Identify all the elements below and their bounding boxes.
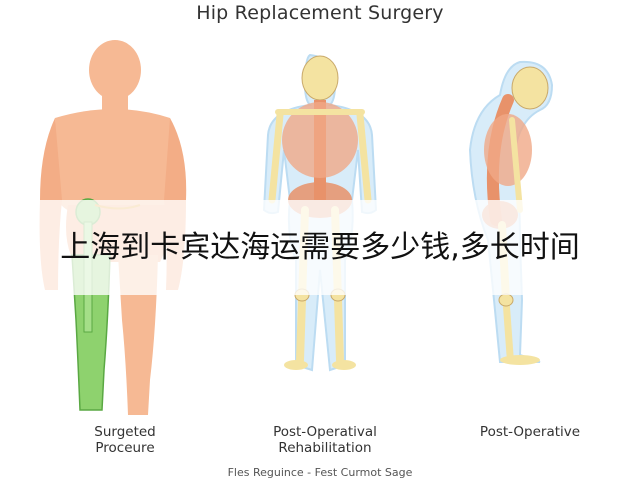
fig1-head [89, 40, 141, 100]
figure-2-caption: Post-Operatival Rehabilitation [250, 424, 400, 456]
figure-3-caption-line-1: Post-Operative [479, 424, 581, 440]
fig1-torso [55, 109, 175, 215]
fig2-ribcage [282, 102, 358, 178]
fig2-right-foot [332, 360, 356, 370]
fig3-foot [500, 355, 540, 365]
fig1-right-leg [118, 255, 158, 415]
fig3-skull [511, 66, 549, 110]
fig1-neck [102, 92, 128, 112]
fig2-skull [301, 55, 339, 101]
fig3-arm [509, 117, 523, 213]
figure-1-caption-line-2: Proceure [95, 440, 155, 456]
page-title: Hip Replacement Surgery [196, 2, 444, 24]
fig2-left-humerus [268, 111, 284, 204]
figure-2-caption-line-1: Post-Operatival [273, 424, 377, 440]
figure-3-caption: Post-Operative [455, 424, 605, 440]
fig3-knee [498, 293, 514, 307]
figure-2-caption-line-2: Rehabilitation [278, 440, 372, 456]
caption-overlay-band [0, 200, 640, 295]
fig2-right-humerus [356, 111, 372, 204]
figure-1-caption-line-1: Surgeted [94, 424, 156, 440]
overlay-caption: 上海到卡宾达海运需要多少钱,多长时间 [60, 230, 580, 265]
fig2-left-foot [284, 360, 308, 370]
fig3-ribcage [484, 114, 532, 186]
footer-text: Fles Reguince - Fest Curmot Sage [227, 466, 413, 479]
figure-1-caption: Surgeted Proceure [60, 424, 190, 456]
fig3-tibia [502, 296, 514, 359]
